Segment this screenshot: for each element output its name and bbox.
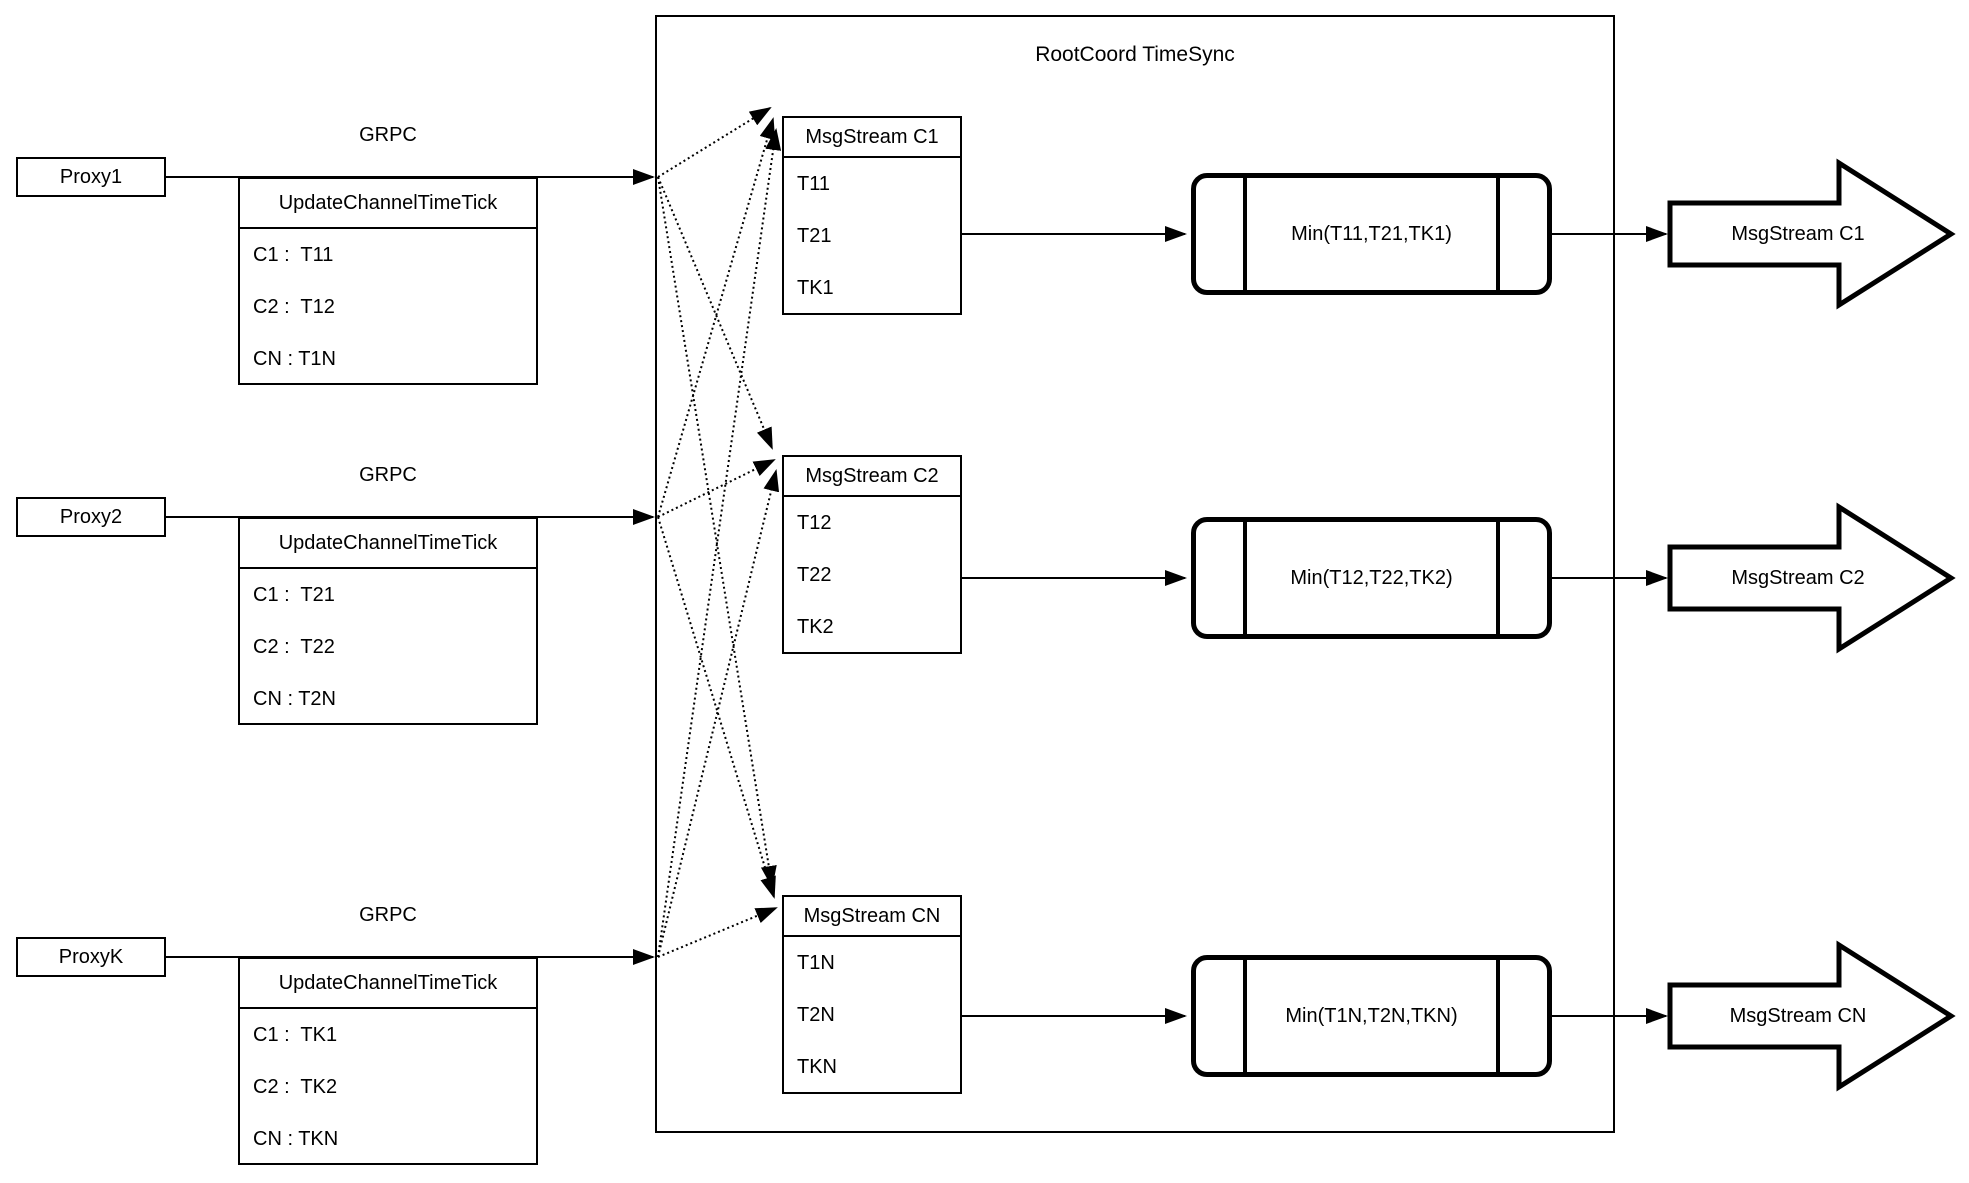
min-box-right-bar: [1496, 522, 1500, 634]
table-row: C2 : TK2: [253, 1075, 338, 1098]
proxy1-label: Proxy1: [59, 165, 123, 188]
table-row: CN : T2N: [253, 687, 336, 710]
dotted-arrow-p2-cn: [657, 516, 776, 899]
table-header: MsgStream C1: [784, 118, 960, 158]
table-row: T22: [797, 563, 832, 586]
msgstream-out-label-c2: MsgStream C2: [1731, 567, 1865, 589]
dotted-dispatch-arrows: [657, 106, 782, 958]
table-header: UpdateChannelTimeTick: [240, 519, 536, 569]
table-row: TK2: [797, 615, 834, 638]
table-row: TKN: [797, 1055, 837, 1078]
update-channel-table-2: UpdateChannelTimeTick C1 : T21 C2 : T22 …: [238, 517, 538, 725]
table-row: C1 : TK1: [253, 1023, 338, 1046]
table-row: CN : TKN: [253, 1127, 339, 1150]
grpc-label-2: GRPC: [359, 464, 417, 486]
min-box-c1: Min(T11,T21,TK1): [1191, 173, 1552, 295]
dotted-arrow-p1-c2: [657, 176, 773, 450]
proxy2-box: Proxy2: [16, 497, 166, 537]
table-row: TK1: [797, 276, 834, 299]
min-box-right-bar: [1496, 178, 1500, 290]
table-header: UpdateChannelTimeTick: [240, 179, 536, 229]
table-header: MsgStream CN: [784, 897, 960, 937]
msgstream-out-label-cn: MsgStream CN: [1729, 1005, 1867, 1027]
dotted-arrow-pk-cn: [657, 907, 778, 958]
msgstream-out-block-arrow-c2: [1667, 502, 1956, 654]
msgstream-table-c1: MsgStream C1 T11 T21 TK1: [782, 116, 962, 315]
proxy2-label: Proxy2: [59, 505, 123, 528]
min-label: Min(T11,T21,TK1): [1291, 222, 1452, 245]
update-channel-table-1: UpdateChannelTimeTick C1 : T11 C2 : T12 …: [238, 177, 538, 385]
grpc-label-1: GRPC: [359, 124, 417, 146]
grpc-label-3: GRPC: [359, 904, 417, 926]
msgstream-table-c2: MsgStream C2 T12 T22 TK2: [782, 455, 962, 654]
table-row: T12: [797, 511, 832, 534]
msgstream-out-block-arrow-c1: [1667, 158, 1956, 310]
min-box-right-bar: [1496, 960, 1500, 1072]
min-box-left-bar: [1243, 178, 1247, 290]
dotted-arrow-pk-c2: [657, 469, 780, 958]
dotted-arrow-p2-c1: [657, 117, 776, 518]
table-row: CN : T1N: [253, 347, 336, 370]
table-row: C1 : T11: [253, 243, 334, 266]
table-header: UpdateChannelTimeTick: [240, 959, 536, 1009]
table-row: C2 : T22: [253, 635, 335, 658]
table-row: T1N: [797, 951, 835, 974]
min-box-left-bar: [1243, 522, 1247, 634]
msgstream-out-block-arrow-cn: [1667, 940, 1956, 1092]
update-channel-table-3: UpdateChannelTimeTick C1 : TK1 C2 : TK2 …: [238, 957, 538, 1165]
table-header: MsgStream C2: [784, 457, 960, 497]
rootcoord-title: RootCoord TimeSync: [1035, 43, 1235, 66]
table-row: C2 : T12: [253, 295, 335, 318]
dotted-arrow-p2-c2: [657, 459, 776, 518]
min-box-left-bar: [1243, 960, 1247, 1072]
min-label: Min(T12,T22,TK2): [1290, 566, 1453, 589]
table-row: C1 : T21: [253, 583, 335, 606]
msgstream-out-label-c1: MsgStream C1: [1731, 223, 1865, 245]
table-row: T11: [797, 172, 830, 195]
proxy1-box: Proxy1: [16, 157, 166, 197]
msgstream-table-cn: MsgStream CN T1N T2N TKN: [782, 895, 962, 1094]
min-label: Min(T1N,T2N,TKN): [1285, 1004, 1458, 1027]
dotted-arrow-p1-c1: [657, 106, 772, 178]
min-box-c2: Min(T12,T22,TK2): [1191, 517, 1552, 639]
proxyk-label: ProxyK: [58, 945, 124, 968]
proxyk-box: ProxyK: [16, 937, 166, 977]
rootcoord-box: RootCoord TimeSync: [655, 15, 1615, 1133]
table-row: T21: [797, 224, 832, 247]
table-row: T2N: [797, 1003, 835, 1026]
dotted-arrow-pk-c1: [657, 128, 782, 958]
min-box-cn: Min(T1N,T2N,TKN): [1191, 955, 1552, 1077]
